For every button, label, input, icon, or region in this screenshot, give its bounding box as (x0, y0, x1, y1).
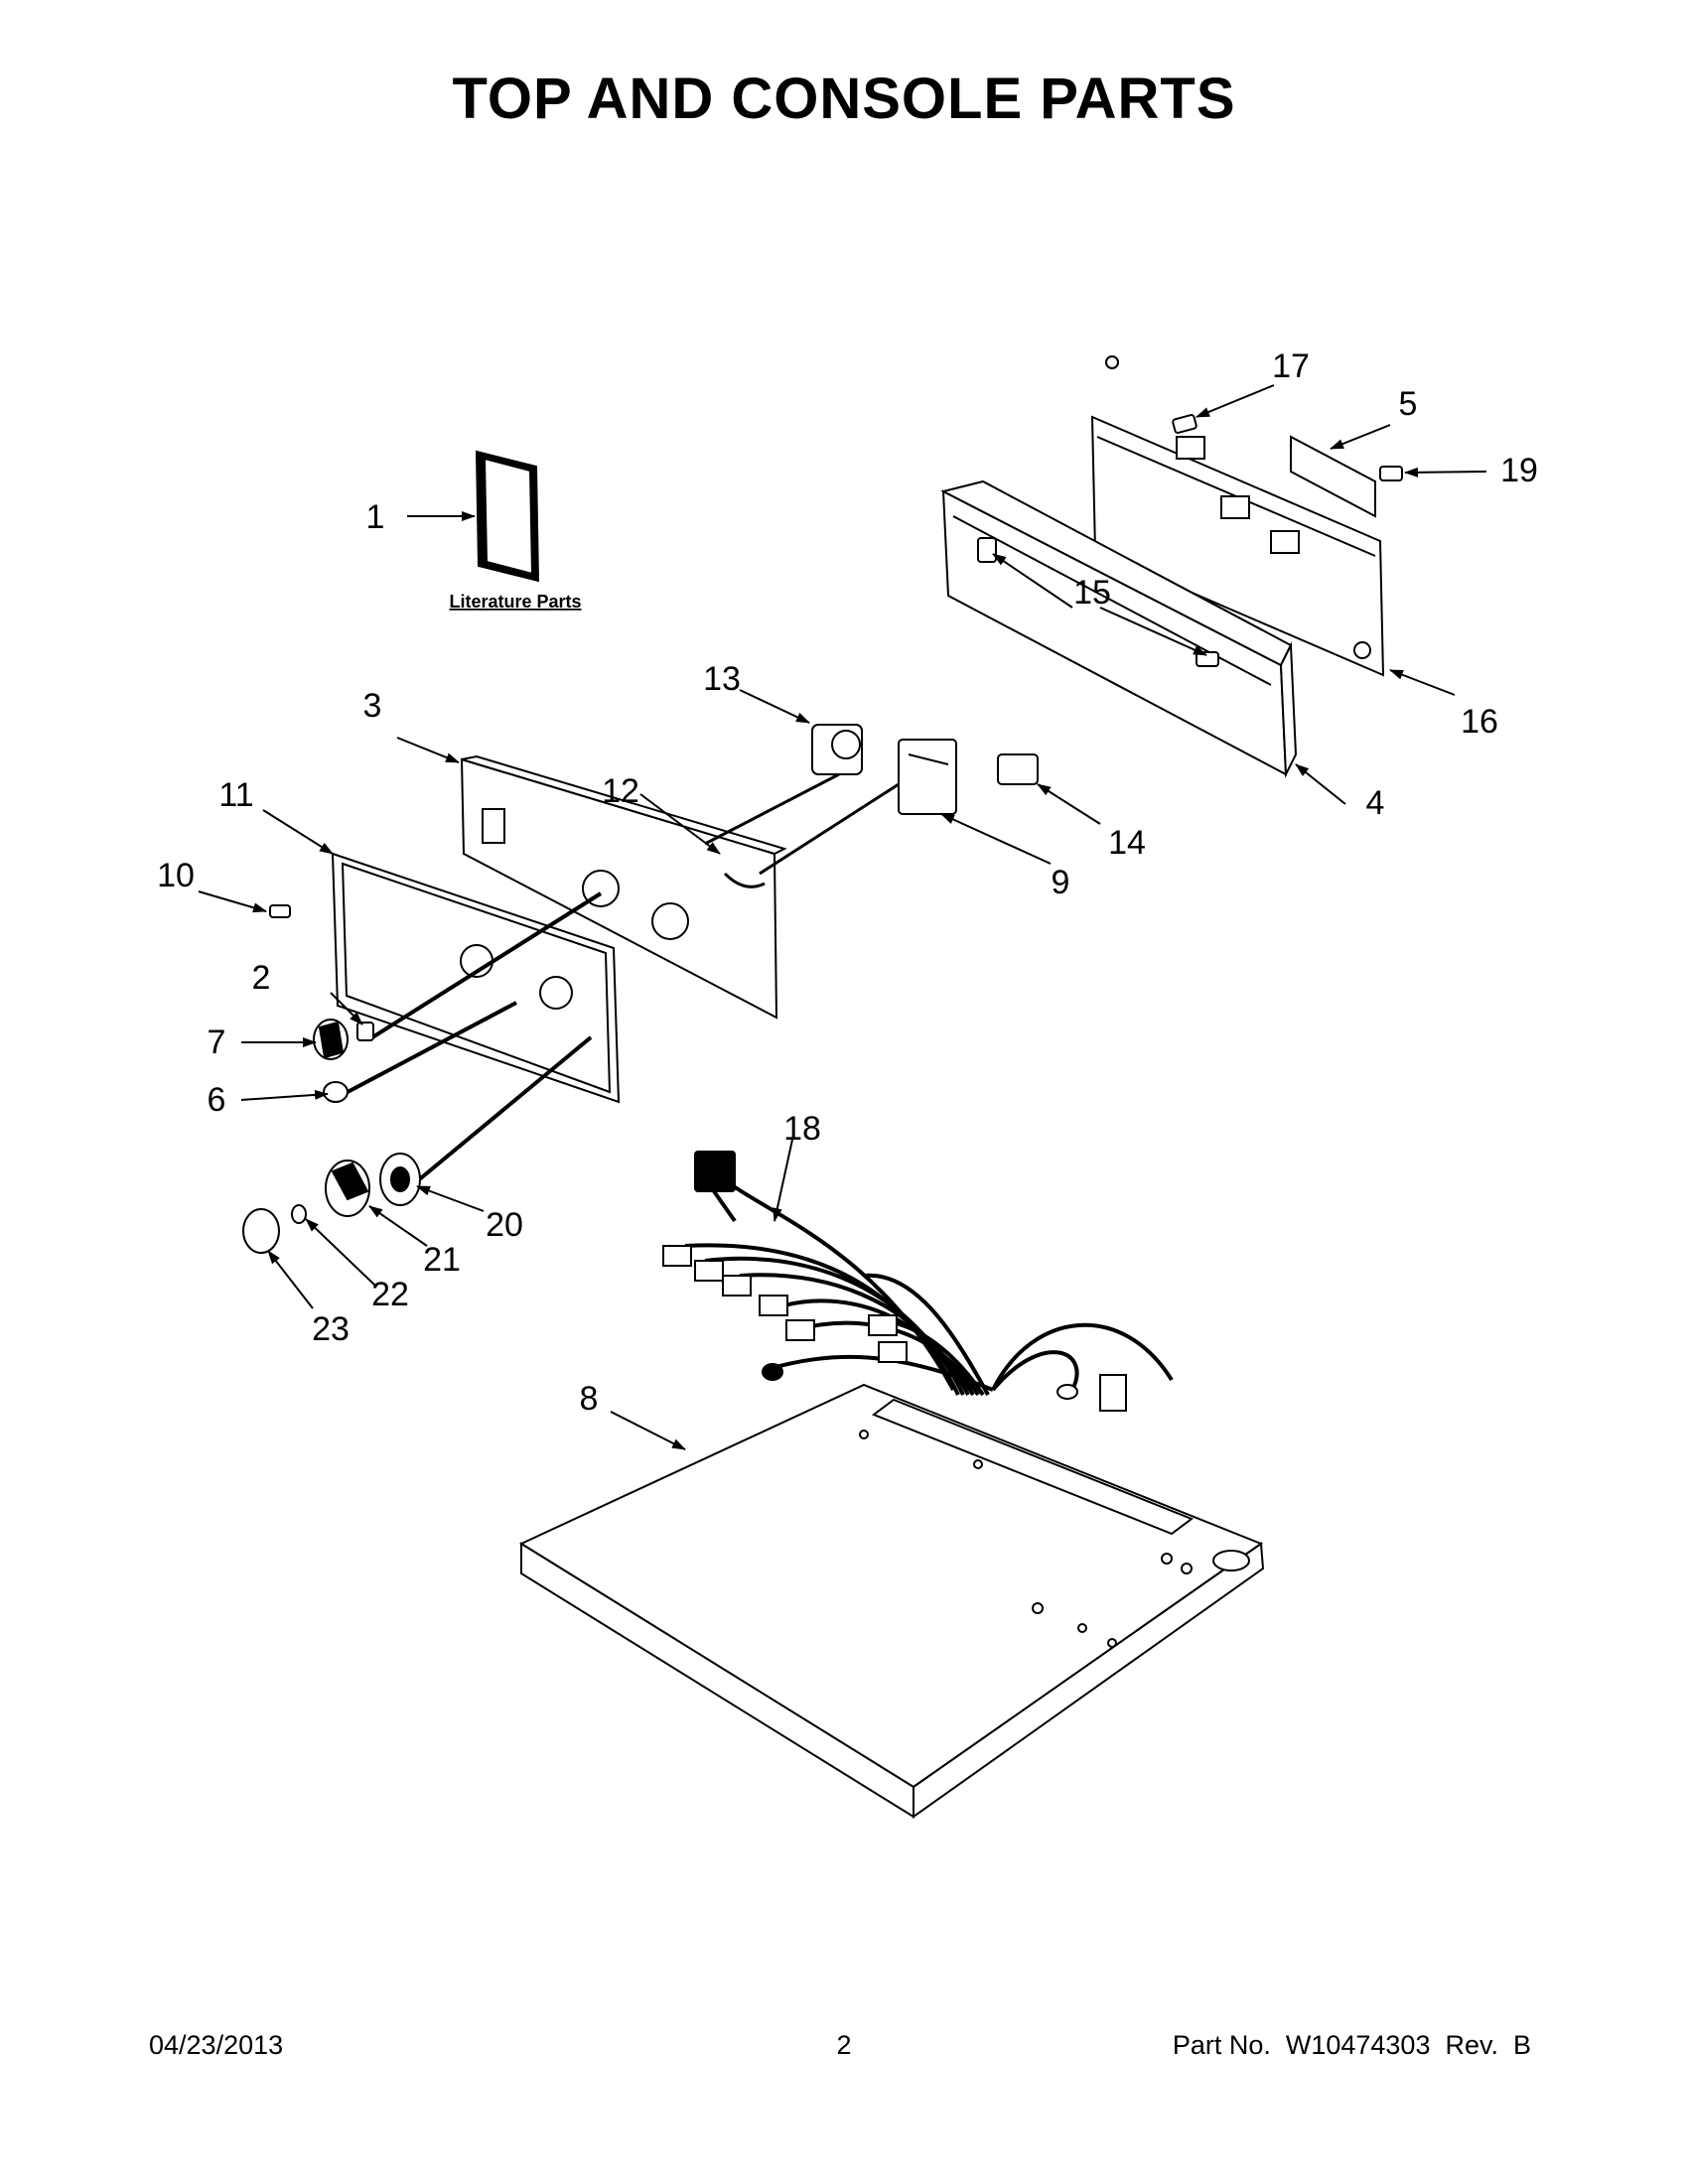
callout-19: 19 (1500, 452, 1538, 489)
callout-14: 14 (1108, 824, 1146, 862)
dryer-top-panel (518, 1383, 1265, 1819)
footer-date: 04/23/2013 (149, 2030, 284, 2060)
timer-motor (811, 724, 863, 775)
callout-22: 22 (371, 1276, 409, 1313)
callout-8: 8 (580, 1380, 599, 1418)
callout-7: 7 (208, 1024, 226, 1061)
callout-13: 13 (703, 660, 741, 698)
selector-switch (898, 739, 957, 815)
push-switch (997, 753, 1039, 785)
callout-16: 16 (1461, 703, 1498, 741)
callout-10: 10 (157, 857, 195, 894)
leader-lines (198, 384, 1487, 1450)
callout-5: 5 (1399, 385, 1418, 423)
callout-9: 9 (1052, 864, 1070, 901)
console-screws (977, 414, 1403, 667)
wire-harness (684, 1169, 1174, 1397)
footer-part-number: Part No. W10474303 Rev. B (1172, 2030, 1531, 2060)
callout-numbers: 1 2 3 4 5 6 7 8 9 10 11 12 13 14 15 16 1… (157, 347, 1538, 1418)
callout-23: 23 (312, 1310, 350, 1348)
callout-20: 20 (486, 1206, 523, 1244)
callout-3: 3 (363, 687, 382, 725)
control-overlay (331, 852, 621, 1104)
literature-parts-label: Literature Parts (449, 592, 581, 612)
callout-17: 17 (1272, 347, 1310, 385)
callout-6: 6 (208, 1081, 226, 1119)
wire-harness-12 (704, 772, 900, 888)
knob-parts (242, 904, 421, 1254)
callout-1: 1 (366, 498, 385, 536)
knob-shafts (347, 891, 603, 1183)
console-bracket (1290, 435, 1376, 518)
console-rear-panel (1090, 355, 1385, 677)
callout-18: 18 (783, 1110, 821, 1148)
console-housing (940, 479, 1298, 778)
callout-4: 4 (1366, 784, 1385, 822)
callout-11: 11 (218, 776, 253, 814)
callout-12: 12 (602, 772, 639, 810)
harness-connectors (662, 1151, 1127, 1412)
callout-21: 21 (423, 1241, 461, 1279)
callout-2: 2 (252, 959, 271, 997)
control-panel (460, 754, 787, 1020)
callout-15: 15 (1073, 574, 1111, 612)
page-title: TOP AND CONSOLE PARTS (452, 67, 1236, 131)
footer-page-number: 2 (836, 2030, 852, 2060)
literature-booklet (475, 450, 540, 583)
